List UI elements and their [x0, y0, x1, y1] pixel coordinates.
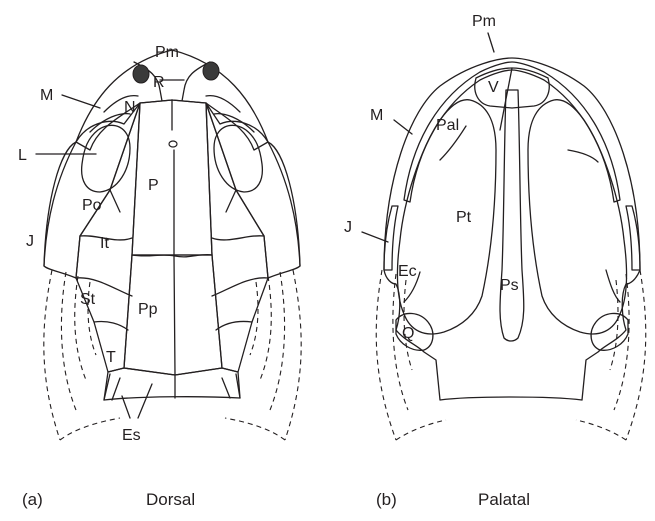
- palatal-right-jugal: [626, 206, 640, 270]
- right-quadrate: [591, 313, 628, 350]
- label-pp: Pp: [138, 301, 158, 318]
- label-ps: Ps: [500, 277, 519, 294]
- label-j-palatal: J: [344, 219, 352, 236]
- label-m-palatal: M: [370, 107, 383, 124]
- palatal-view: Pm V M Pal J Pt Ec Ps Q: [344, 13, 646, 440]
- label-q: Q: [402, 325, 414, 342]
- caption-dorsal: Dorsal: [146, 490, 195, 509]
- label-pal: Pal: [436, 117, 459, 134]
- label-t: T: [106, 349, 116, 366]
- left-pterygoid: [397, 100, 496, 334]
- label-n: N: [124, 99, 136, 116]
- label-r: R: [153, 74, 165, 91]
- label-ec: Ec: [398, 263, 417, 280]
- label-p: P: [148, 177, 159, 194]
- caption-letter-b: (b): [376, 490, 397, 509]
- right-orbit: [214, 125, 262, 192]
- label-pm-palatal: Pm: [472, 13, 496, 30]
- pineal-foramen: [169, 141, 177, 147]
- parasphenoid: [500, 90, 524, 341]
- label-j-dorsal: J: [26, 233, 34, 250]
- label-pm-dorsal: Pm: [155, 44, 179, 61]
- right-pterygoid: [528, 100, 627, 334]
- label-m-dorsal: M: [40, 87, 53, 104]
- occipital-region: [104, 368, 240, 400]
- left-nostril: [133, 65, 149, 83]
- vomer-bones: [475, 68, 549, 108]
- label-st: St: [80, 291, 96, 308]
- caption-letter-a: (a): [22, 490, 43, 509]
- label-l: L: [18, 147, 27, 164]
- right-nostril: [203, 62, 219, 80]
- palatal-left-jugal: [384, 206, 398, 270]
- label-v: V: [488, 79, 499, 96]
- dorsal-view: Pm R M N L P Po J It St Pp T Es: [18, 44, 301, 444]
- label-es: Es: [122, 427, 141, 444]
- left-orbit: [82, 125, 130, 192]
- caption-palatal: Palatal: [478, 490, 530, 509]
- label-po: Po: [82, 197, 102, 214]
- label-pt: Pt: [456, 209, 472, 226]
- label-it: It: [100, 235, 109, 252]
- palate-outline: [384, 58, 640, 400]
- right-green-bones: [206, 103, 268, 372]
